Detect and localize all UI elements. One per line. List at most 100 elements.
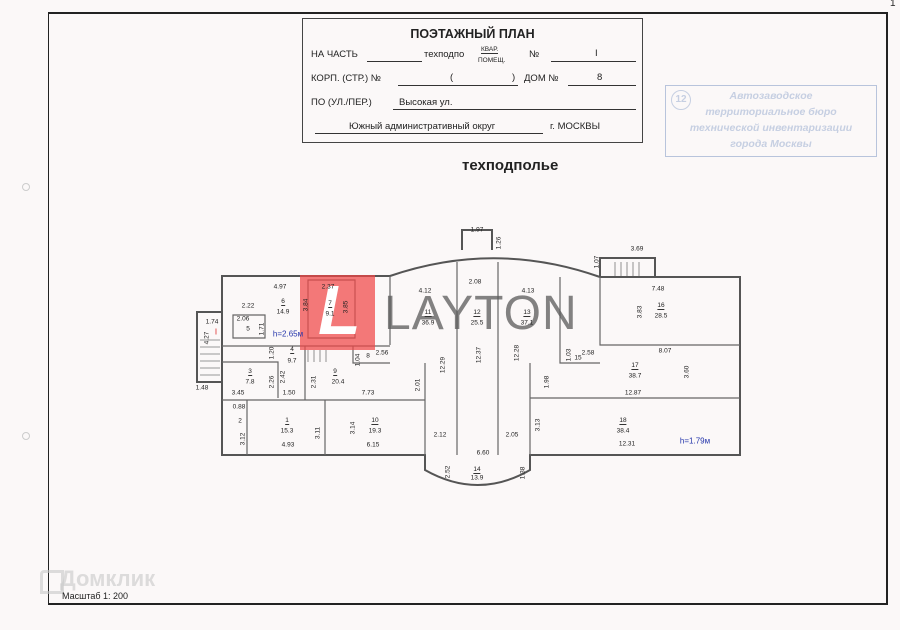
plan-dimension-label: 28.5 — [654, 312, 668, 320]
number-value: I — [595, 48, 598, 59]
plan-dimension-label: 3.45 — [231, 389, 245, 397]
plan-dimension-label: 1.97 — [470, 226, 484, 234]
page-number: 1 — [890, 0, 896, 9]
drawing-frame — [48, 12, 888, 605]
plan-dimension-label: 2.22 — [241, 302, 255, 310]
plan-dimension-label: 4.97 — [273, 283, 287, 291]
plan-dimension-label: 19.3 — [368, 427, 382, 435]
kvar-label: КВАР. — [481, 46, 499, 54]
plan-dimension-label: 9.7 — [287, 357, 297, 365]
korp-label: КОРП. (СТР.) № — [311, 73, 381, 84]
plan-dimension-label: 2 — [238, 417, 242, 425]
plan-dimension-label: 14.9 — [276, 308, 290, 316]
watermark: Домклик — [60, 566, 156, 591]
title-block-title: ПОЭТАЖНЫЙ ПЛАН — [410, 27, 535, 41]
plan-dimension-label: 12 — [473, 309, 481, 317]
plan-dimension-label: 4 — [290, 346, 294, 354]
plan-dimension-label: 6.15 — [366, 441, 380, 449]
plan-dimension-label: 18 — [619, 417, 627, 425]
elevator-shaft — [461, 229, 493, 250]
plan-dimension-label: 14 — [473, 466, 481, 474]
plan-dimension-label: 4.93 — [281, 441, 295, 449]
plan-dimension-label: 25.5 — [470, 319, 484, 327]
plan-dimension-label: 17 — [631, 362, 639, 370]
street-label: ПО (УЛ./ПЕР.) — [311, 97, 372, 108]
plan-dimension-label: 2.56 — [375, 349, 389, 357]
plan-dimension-label: 36.9 — [421, 319, 435, 327]
plan-dimension-label: 2.42 — [279, 370, 287, 384]
plan-dimension-label: 2.52 — [444, 465, 452, 479]
plan-dimension-label: 6 — [281, 298, 285, 306]
domclick-house-icon — [40, 570, 64, 594]
title-block: ПОЭТАЖНЫЙ ПЛАН НА ЧАСТЬ техподпо КВАР. П… — [302, 18, 643, 143]
plan-dimension-label: 3.60 — [683, 365, 691, 379]
wall — [222, 361, 279, 398]
plan-dimension-label: 20.4 — [331, 378, 345, 386]
plan-dimension-label: 1.74 — [205, 318, 219, 326]
plan-dimension-label: 5 — [246, 325, 250, 333]
plan-dimension-label: 3 — [248, 368, 252, 376]
plan-dimension-label: 3.85 — [342, 300, 350, 314]
plan-dimension-label: 7 — [328, 300, 332, 308]
plan-dimension-label: 1.48 — [195, 384, 209, 392]
wall — [232, 314, 266, 339]
punch-hole — [22, 183, 30, 191]
plan-dimension-label: 15.3 — [280, 427, 294, 435]
plan-dimension-label: 10 — [371, 417, 379, 425]
plan-dimension-label: 0.88 — [232, 403, 246, 411]
plan-dimension-label: 13.9 — [470, 474, 484, 482]
plan-dimension-label: 2.37 — [321, 283, 335, 291]
plan-dimension-label: 13 — [523, 309, 531, 317]
plan-dimension-label: 12.29 — [439, 356, 447, 374]
plan-dimension-label: 3.11 — [314, 426, 322, 440]
plan-dimension-label: 1.26 — [495, 236, 503, 250]
district-value: Южный административный округ — [349, 121, 496, 132]
na-chast-value: техподпо — [424, 49, 465, 60]
plan-dimension-label: 2.58 — [581, 349, 595, 357]
wall — [352, 346, 390, 364]
plan-dimension-label: 4.13 — [521, 287, 535, 295]
floor-heading: техподполье — [462, 157, 559, 174]
logo-mark — [300, 275, 375, 350]
stamp-line: технической инвентаризации — [689, 122, 853, 134]
stamp-number: 12 — [671, 90, 691, 110]
city-label: г. МОСКВЫ — [550, 121, 601, 132]
plan-dimension-label: 12.87 — [624, 389, 642, 397]
plan-dimension-label: 37.1 — [520, 319, 534, 327]
plan-dimension-label: 7.8 — [245, 378, 255, 386]
stamp-line: территориальное бюро — [705, 106, 837, 118]
plan-dimension-label: 2.01 — [414, 378, 422, 392]
plan-dimension-label: 1.07 — [593, 255, 601, 269]
plan-dimension-label: 1.38 — [519, 466, 527, 480]
korp-close: ) — [512, 72, 516, 83]
plan-dimension-label: 2.31 — [310, 375, 318, 389]
plan-dimension-label: 1.03 — [565, 348, 573, 362]
plan-dimension-label: 15 — [574, 354, 582, 362]
plan-dimension-label: 38.4 — [616, 427, 630, 435]
plan-dimension-label: 8.07 — [658, 347, 672, 355]
top-stair — [599, 257, 656, 277]
plan-dimension-label: 2.06 — [236, 315, 250, 323]
number-label: № — [529, 49, 540, 60]
stair-steps — [614, 262, 640, 276]
plan-dimension-label: 1.20 — [268, 346, 276, 360]
plan-dimension-label: 1.71 — [258, 322, 266, 336]
plan-dimension-label: 3.14 — [349, 421, 357, 435]
stamp-line: города Москвы — [730, 138, 812, 150]
wall — [559, 277, 600, 364]
plan-dimension-label: 12.31 — [618, 440, 636, 448]
plan-dimension-label: 11 — [424, 309, 432, 317]
plan-dimension-label: 1.04 — [354, 353, 362, 367]
plan-dimension-label: 12.28 — [513, 344, 521, 362]
plan-dimension-label: 3.83 — [636, 305, 644, 319]
plan-dimension-label: 7.73 — [361, 389, 375, 397]
plan-dimension-label: 2.08 — [468, 278, 482, 286]
plan-dimension-label: 2.05 — [505, 431, 519, 439]
plan-dimension-label: 4.12 — [418, 287, 432, 295]
plan-dimension-label: 8 — [366, 352, 370, 360]
plan-dimension-label: 16 — [657, 302, 665, 310]
ceiling-height-label: h=2.65м — [272, 329, 304, 339]
plan-dimension-label: 12.37 — [475, 346, 483, 364]
dom-value: 8 — [597, 72, 603, 83]
stamp-line: Автозаводское — [729, 90, 813, 102]
